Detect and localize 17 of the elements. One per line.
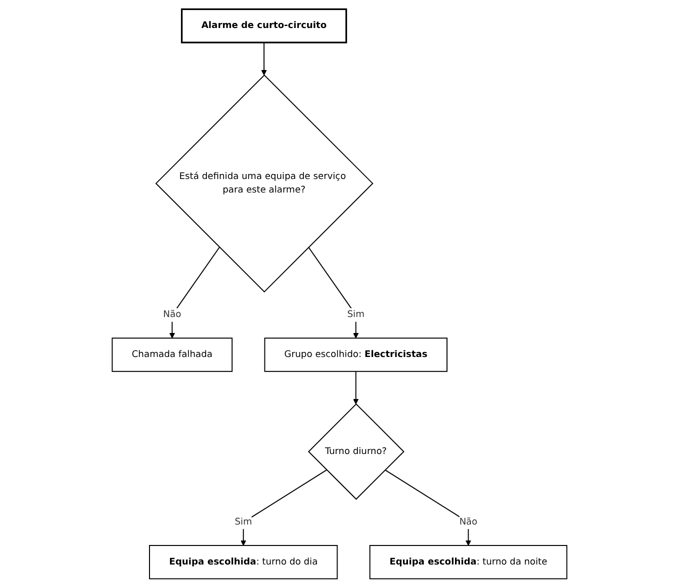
edge-label: Sim	[235, 516, 252, 528]
edge-label: Sim	[348, 309, 365, 320]
edge-label: Não	[460, 516, 478, 528]
node-box: Alarme de curto-circuito	[181, 8, 348, 44]
arrow	[308, 246, 360, 338]
arrow	[170, 246, 220, 338]
edge-label: Não	[164, 309, 182, 320]
arrow	[241, 469, 328, 546]
arrow	[385, 469, 472, 546]
arrow	[353, 370, 360, 404]
node-diamond: Turno diurno?	[308, 403, 405, 500]
node-diamond: Está definida uma equipa de serviço para este alarme?	[156, 74, 374, 292]
arrow	[262, 42, 268, 76]
node-box: Equipa escolhida: turno da noite	[370, 545, 568, 580]
node-box: Equipa escolhida: turno do dia	[150, 545, 338, 580]
node-box: Chamada falhada	[112, 338, 234, 372]
node-box: Grupo escolhido: Electricistas	[264, 338, 448, 372]
